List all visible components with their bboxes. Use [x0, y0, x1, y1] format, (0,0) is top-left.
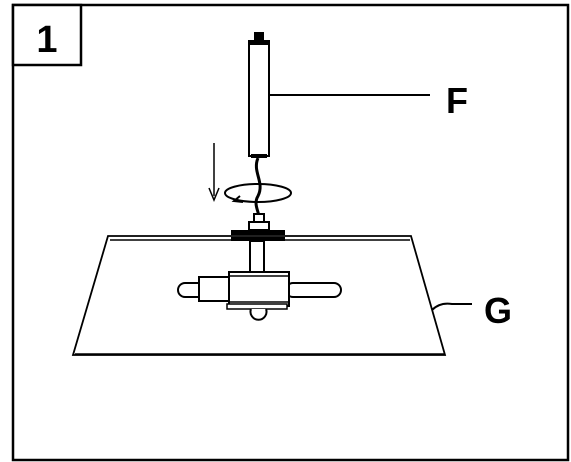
callout-f: F	[446, 80, 468, 121]
step-number-box: 1	[11, 3, 83, 67]
threaded-fitting	[231, 213, 285, 241]
wire	[254, 157, 262, 223]
callout-g: G	[484, 290, 512, 331]
callout-line-g	[431, 302, 472, 311]
socket-assembly	[177, 240, 342, 321]
step-number: 1	[36, 19, 57, 61]
down-arrow-icon	[208, 143, 220, 202]
rotate-arrow-icon	[224, 183, 292, 203]
part-f-rod	[248, 32, 270, 158]
diagram-frame	[11, 3, 570, 462]
